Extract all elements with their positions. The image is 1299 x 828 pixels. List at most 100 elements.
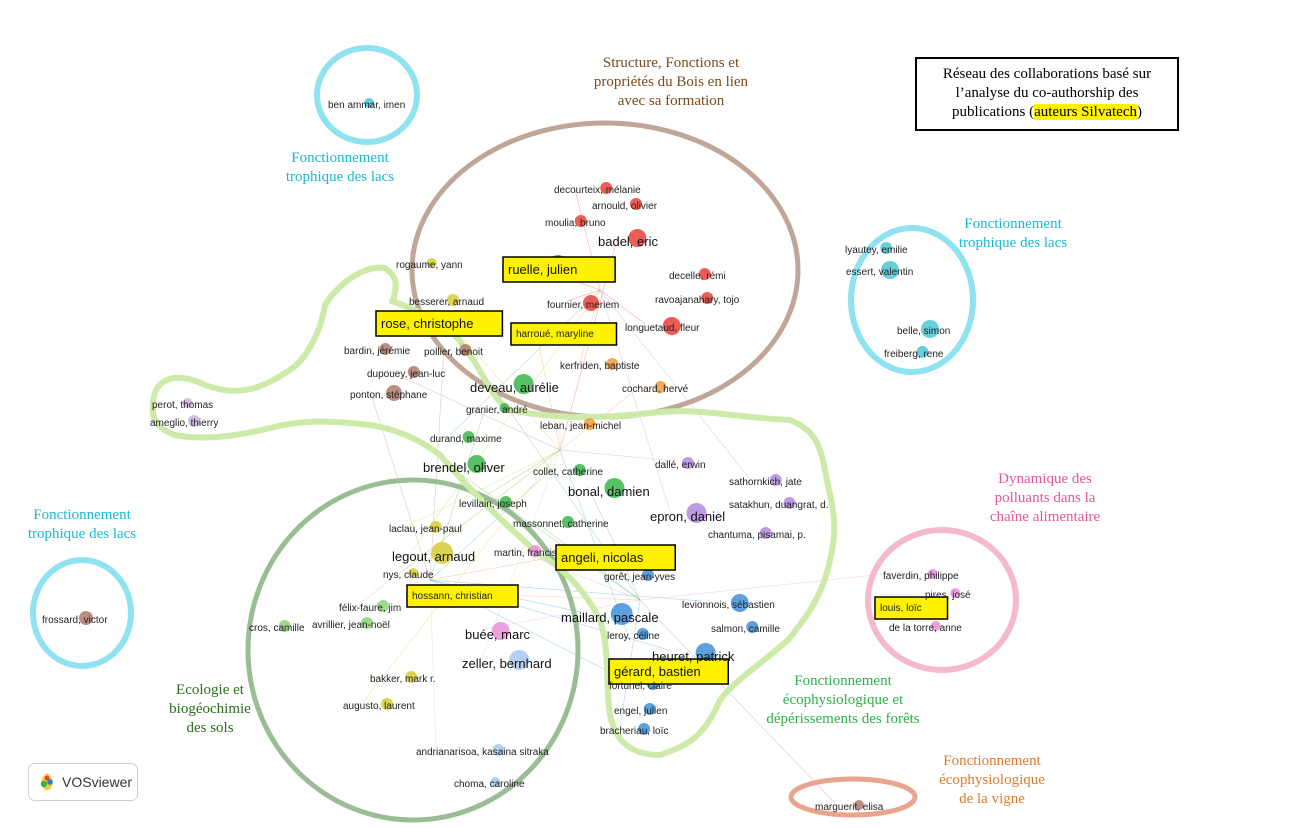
author-node[interactable] bbox=[783, 497, 796, 509]
author-node[interactable] bbox=[583, 418, 596, 430]
author-label[interactable]: levillain, joseph bbox=[459, 499, 527, 510]
author-node[interactable] bbox=[701, 292, 714, 304]
author-label[interactable]: leban, jean-michel bbox=[540, 421, 621, 432]
author-node[interactable] bbox=[467, 455, 486, 473]
author-node[interactable] bbox=[364, 98, 375, 108]
author-node[interactable] bbox=[759, 527, 772, 539]
author-node[interactable] bbox=[188, 415, 200, 427]
author-label[interactable]: longuetaud, fleur bbox=[625, 323, 700, 334]
author-label[interactable]: gérard, bastien bbox=[614, 664, 701, 679]
author-label[interactable]: andrianarisoa, kasaina sitraka bbox=[416, 747, 549, 758]
author-node[interactable] bbox=[604, 478, 625, 498]
author-node[interactable] bbox=[950, 588, 961, 598]
author-label[interactable]: augusto, laurent bbox=[343, 701, 415, 712]
author-node[interactable] bbox=[431, 542, 454, 564]
author-label[interactable]: belle, simon bbox=[897, 326, 950, 337]
author-label[interactable]: buée, marc bbox=[465, 627, 531, 642]
author-node[interactable] bbox=[628, 229, 647, 247]
author-label[interactable]: dallé, erwin bbox=[655, 460, 706, 471]
author-node[interactable] bbox=[636, 628, 649, 640]
author-node[interactable] bbox=[881, 261, 899, 279]
author-label[interactable]: laclau, jean-paul bbox=[389, 524, 462, 535]
author-node[interactable] bbox=[79, 611, 93, 625]
author-node[interactable] bbox=[562, 516, 574, 528]
author-label[interactable]: faverdin, philippe bbox=[883, 571, 959, 582]
author-node[interactable] bbox=[492, 744, 505, 756]
author-node[interactable] bbox=[606, 358, 619, 370]
author-label[interactable]: rogaume, yann bbox=[396, 260, 463, 271]
author-label[interactable]: epron, daniel bbox=[650, 509, 725, 524]
author-label[interactable]: bardin, jérémie bbox=[344, 346, 411, 357]
author-node[interactable] bbox=[381, 698, 393, 710]
author-node[interactable] bbox=[638, 723, 650, 735]
author-label[interactable]: ruelle, julien bbox=[508, 262, 577, 277]
author-label[interactable]: cros, camille bbox=[249, 623, 305, 634]
author-node[interactable] bbox=[583, 295, 599, 311]
author-node[interactable] bbox=[686, 503, 707, 523]
author-label[interactable]: decourteix, mélanie bbox=[554, 185, 641, 196]
author-node[interactable] bbox=[573, 464, 586, 476]
author-label[interactable]: cochard, hervé bbox=[622, 384, 689, 395]
author-label[interactable]: freiberg, rene bbox=[884, 349, 944, 360]
vosviewer-badge[interactable]: VOSviewer bbox=[28, 763, 138, 801]
author-node[interactable] bbox=[630, 198, 642, 210]
author-label[interactable]: kerfriden, baptiste bbox=[560, 361, 640, 372]
author-label[interactable]: pollier, benoit bbox=[424, 347, 483, 358]
author-node[interactable] bbox=[361, 617, 373, 629]
author-node[interactable] bbox=[386, 385, 402, 401]
author-node[interactable] bbox=[513, 374, 534, 394]
author-label[interactable]: gorêt, jean-yves bbox=[604, 572, 675, 583]
author-label[interactable]: bakker, mark r. bbox=[370, 674, 436, 685]
author-label[interactable]: harroué, maryline bbox=[516, 329, 594, 340]
author-label[interactable]: martin, francis bbox=[494, 548, 557, 559]
author-label[interactable]: perot, thomas bbox=[152, 400, 213, 411]
author-node[interactable] bbox=[654, 381, 667, 393]
author-label[interactable]: ravoajanahary, tojo bbox=[655, 295, 740, 306]
author-label[interactable]: bonal, damien bbox=[568, 484, 650, 499]
author-node[interactable] bbox=[921, 320, 939, 338]
author-label[interactable]: zeller, bernhard bbox=[462, 656, 552, 671]
author-node[interactable] bbox=[379, 343, 392, 355]
author-label[interactable]: sathornkich, jate bbox=[729, 477, 802, 488]
author-node[interactable] bbox=[405, 671, 418, 683]
author-label[interactable]: ameglio, thierry bbox=[150, 418, 218, 429]
author-node[interactable] bbox=[662, 317, 681, 335]
author-node[interactable] bbox=[642, 569, 654, 581]
author-label[interactable]: ponton, stéphane bbox=[350, 390, 428, 401]
author-node[interactable] bbox=[490, 777, 501, 787]
author-label[interactable]: satakhun, duangrat, d. bbox=[729, 500, 829, 511]
author-label[interactable]: heuret, patrick bbox=[652, 649, 735, 664]
author-label[interactable]: rose, christophe bbox=[381, 316, 474, 331]
author-label[interactable]: fournier, meriem bbox=[547, 300, 619, 311]
author-node[interactable] bbox=[698, 268, 711, 280]
author-node[interactable] bbox=[746, 621, 759, 633]
author-label[interactable]: engel, julien bbox=[614, 706, 667, 717]
author-label[interactable]: louis, loïc bbox=[880, 603, 922, 614]
author-node[interactable] bbox=[459, 344, 472, 356]
author-label[interactable]: hossann, christian bbox=[412, 591, 493, 602]
author-label[interactable]: nys, claude bbox=[383, 570, 434, 581]
author-node[interactable] bbox=[600, 182, 613, 194]
author-label[interactable]: legout, arnaud bbox=[392, 549, 475, 564]
author-node[interactable] bbox=[927, 569, 938, 579]
author-node[interactable] bbox=[426, 258, 437, 268]
author-label[interactable]: decelle, rémi bbox=[669, 271, 726, 282]
author-node[interactable] bbox=[407, 366, 420, 378]
author-label[interactable]: pires, josé bbox=[925, 590, 971, 601]
author-label[interactable]: avrillier, jean-noël bbox=[312, 620, 390, 631]
author-label[interactable]: leroy, céline bbox=[607, 631, 660, 642]
author-node[interactable] bbox=[880, 242, 893, 254]
author-label[interactable]: moulia, bruno bbox=[545, 218, 606, 229]
author-label[interactable]: frossard, victor bbox=[42, 615, 108, 626]
author-node[interactable] bbox=[499, 403, 510, 413]
author-node[interactable] bbox=[182, 398, 193, 408]
author-label[interactable]: choma, caroline bbox=[454, 779, 525, 790]
author-label[interactable]: brendel, oliver bbox=[423, 460, 505, 475]
author-label[interactable]: félix-faure, jim bbox=[339, 603, 401, 614]
author-label[interactable]: de la torre, anne bbox=[889, 623, 962, 634]
author-label[interactable]: maillard, pascale bbox=[561, 610, 659, 625]
author-node[interactable] bbox=[574, 215, 587, 227]
author-label[interactable]: essert, valentin bbox=[846, 267, 913, 278]
